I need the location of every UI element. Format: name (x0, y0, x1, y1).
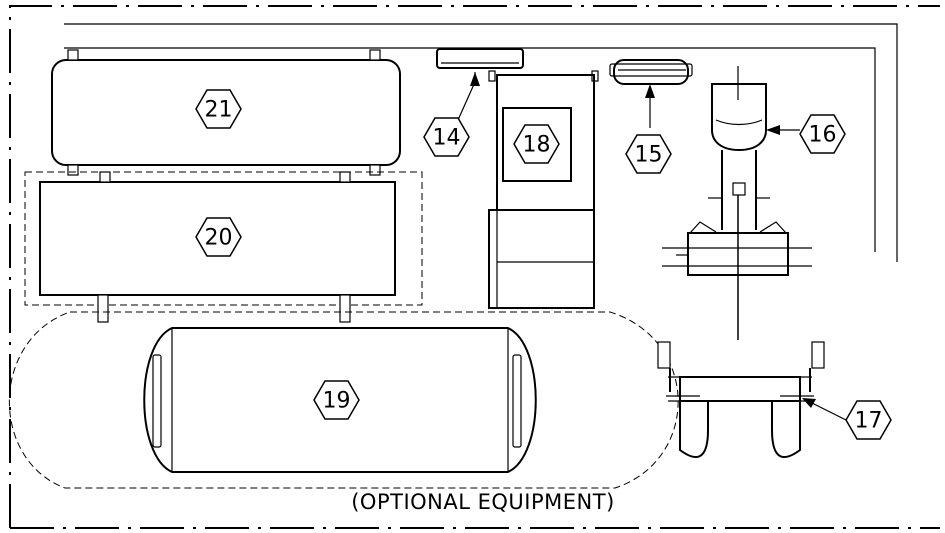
table-20 (24, 171, 423, 323)
callout-20-label: 20 (205, 226, 233, 251)
callout-15: 15 (625, 134, 672, 174)
leader-lines (457, 72, 847, 421)
callout-19-label: 19 (323, 389, 351, 414)
callout-15-label: 15 (635, 143, 663, 168)
callout-21-label: 21 (205, 98, 233, 123)
callout-17-label: 17 (855, 409, 883, 434)
device-15 (609, 59, 693, 85)
callout-16: 16 (799, 114, 846, 154)
chair-16 (662, 66, 812, 340)
callout-14-label: 14 (433, 126, 461, 151)
callout-19: 19 (313, 380, 360, 420)
optional-equipment-note: (OPTIONAL EQUIPMENT) (351, 490, 615, 514)
wall-lines (64, 23, 898, 262)
bench-21 (51, 49, 401, 176)
callout-20: 20 (195, 217, 242, 257)
room-border (9, 5, 940, 529)
callout-16-label: 16 (809, 123, 837, 148)
callout-17: 17 (845, 400, 892, 440)
callout-18: 18 (513, 124, 560, 164)
callout-14: 14 (423, 117, 470, 157)
frame-17 (657, 341, 825, 458)
callout-21: 21 (195, 89, 242, 129)
callout-18-label: 18 (523, 133, 551, 158)
console-18 (488, 70, 599, 309)
